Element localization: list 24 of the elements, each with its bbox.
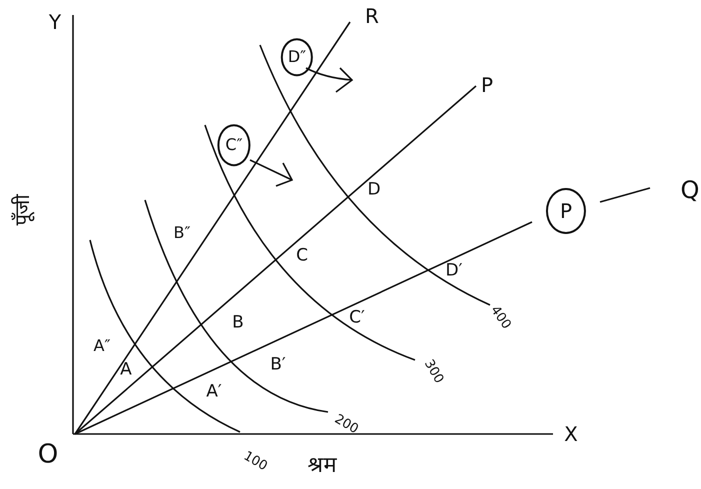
point-label: A [120,360,132,380]
point-label: D [367,180,381,200]
axis-label: Y [48,11,62,33]
axis-title: पूँजी [11,194,33,226]
axis-title: श्रम [308,454,336,478]
origin-label: O [38,440,58,470]
point-label: C″ [217,124,251,166]
isoquant-value: 200 [332,412,360,438]
point-label: A′ [206,382,222,402]
point-label: B [232,314,244,332]
point-label: B″ [174,224,190,242]
isoquant-value: 400 [487,304,513,332]
point-label: D′ [446,262,462,280]
point-label: C [296,246,308,266]
isoquant-value: 100 [240,450,270,474]
point-label: D″ [280,38,314,76]
ray-label: P [546,188,586,234]
axis-label: X [564,423,578,445]
point-label: B′ [270,356,286,374]
ray-label: R [365,5,379,27]
ray-label: P [480,74,494,96]
point-label: A″ [94,337,110,355]
point-label: C′ [349,308,365,328]
handwritten-label: Q [680,176,700,204]
